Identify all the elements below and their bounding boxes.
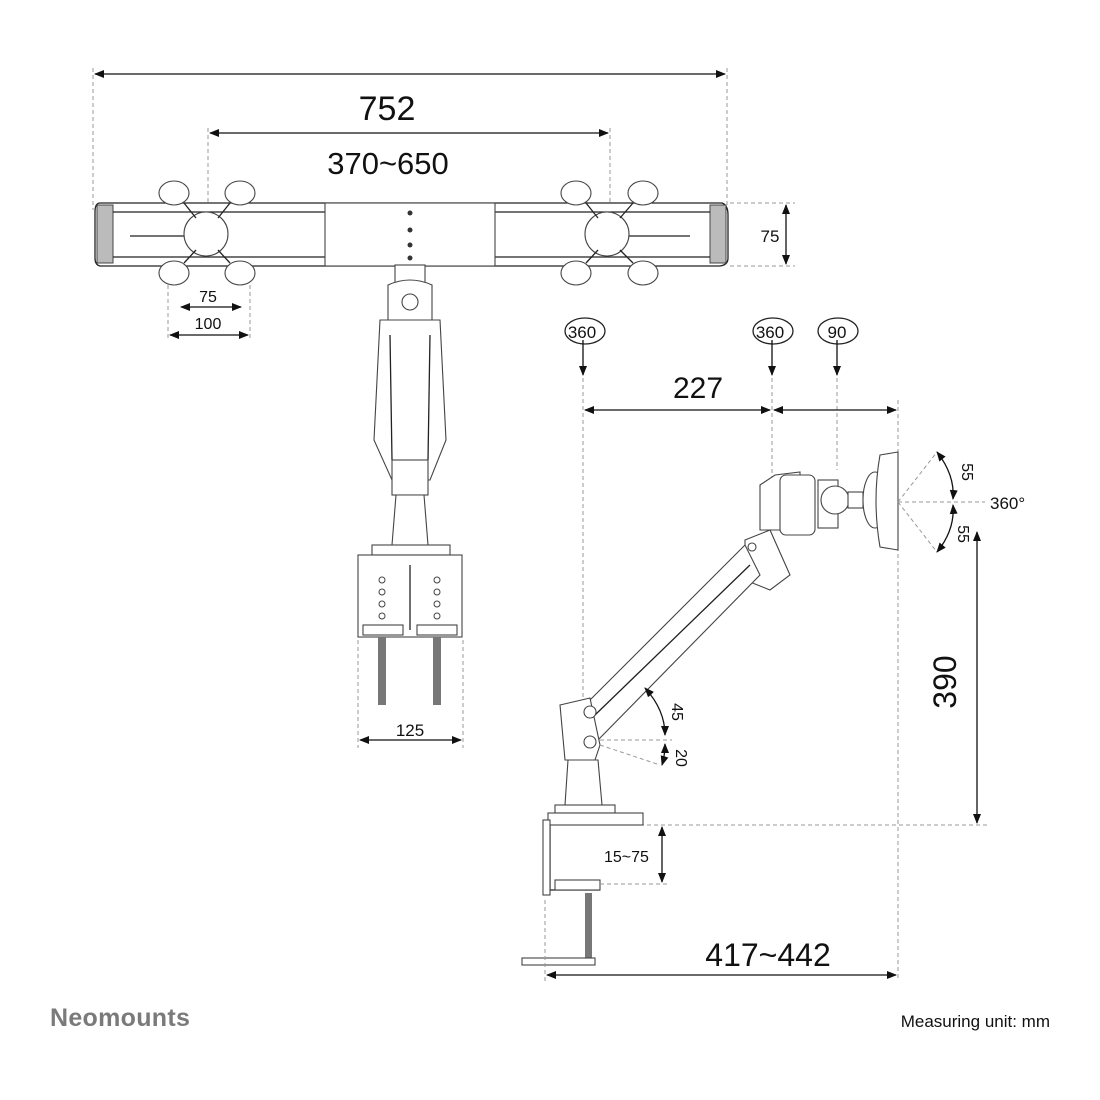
arm-side [521,529,791,966]
label-clamp-width: 125 [396,721,424,740]
label-rotation-head: 90 [828,323,847,342]
label-tilt-down: 55 [954,525,971,543]
brand-logo: Neomounts [50,1004,191,1032]
label-monitor-spacing: 370~650 [327,146,449,181]
label-desk-thickness: 15~75 [604,849,649,866]
vesa-plate-right [560,180,659,286]
label-screen-rotation: 360° [990,494,1025,513]
label-vesa-100: 100 [195,316,222,333]
monitor-head [759,451,899,551]
label-depth: 417~442 [705,937,830,973]
label-arm-down-angle: 20 [672,749,689,767]
rotation-icon-base: 360 [564,317,606,376]
side-view: 360 360 90 227 [521,317,1025,982]
label-vesa-75: 75 [199,289,217,306]
measuring-unit-note: Measuring unit: mm [900,1012,1050,1031]
vesa-plate-left [158,180,256,286]
label-tilt-up: 55 [958,463,975,481]
front-view: 752 370~650 [92,68,795,748]
label-bar-height: 75 [761,227,780,246]
rotation-icon-head: 90 [817,317,859,376]
rotation-icon-mid: 360 [752,317,794,376]
label-rotation-base: 360 [568,323,596,342]
label-rotation-mid: 360 [756,323,784,342]
crossbar [94,202,729,267]
arm-front [357,264,463,705]
label-arm-segment: 227 [673,372,723,405]
label-overall-width: 752 [359,90,416,128]
label-height: 390 [927,655,963,708]
label-arm-up-angle: 45 [668,703,685,721]
